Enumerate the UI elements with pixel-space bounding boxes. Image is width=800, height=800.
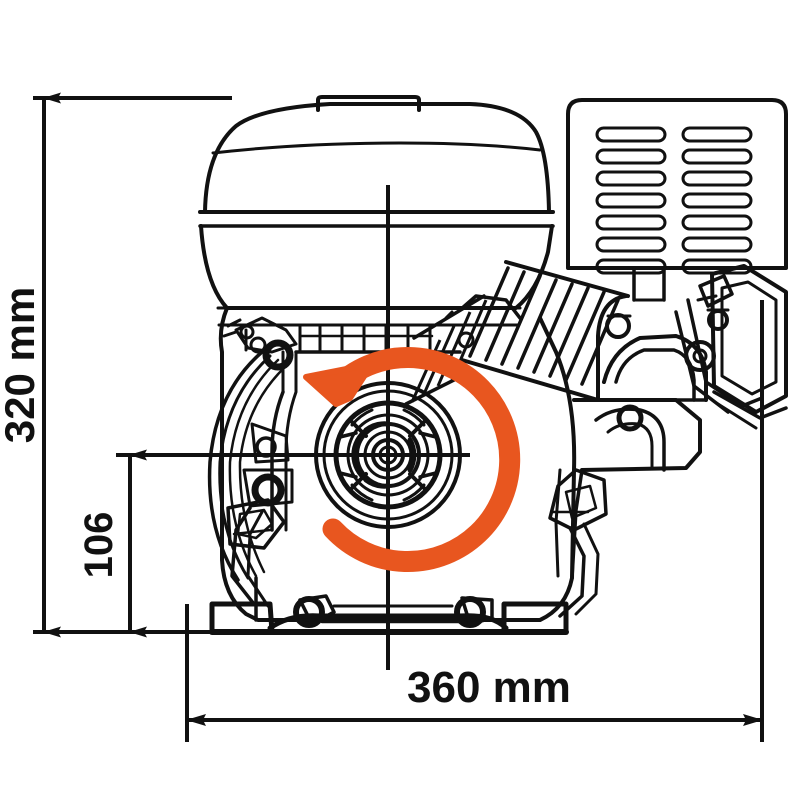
fuel-tank (198, 95, 555, 327)
left-lower-mount (226, 498, 286, 608)
rotation-arrowhead (303, 361, 375, 407)
engine-illustration (198, 95, 788, 635)
muffler-louvers (595, 126, 753, 275)
right-lower-mount (548, 468, 608, 618)
counterclockwise-rotation-arrow (303, 347, 521, 573)
air-cleaner-assembly (674, 264, 788, 430)
cylinder-head-cooling-fins (404, 260, 630, 406)
starter-housing-fasteners (222, 316, 298, 508)
dimension-label-360: 360 mm (407, 663, 571, 712)
dimension-label-320: 320 mm (0, 287, 43, 443)
muffler-heat-shield (566, 98, 788, 302)
dimension-width-360: 360 mm (185, 300, 764, 742)
dimension-shaft-height-106: 106 (77, 449, 200, 638)
dimension-label-106: 106 (77, 512, 121, 579)
